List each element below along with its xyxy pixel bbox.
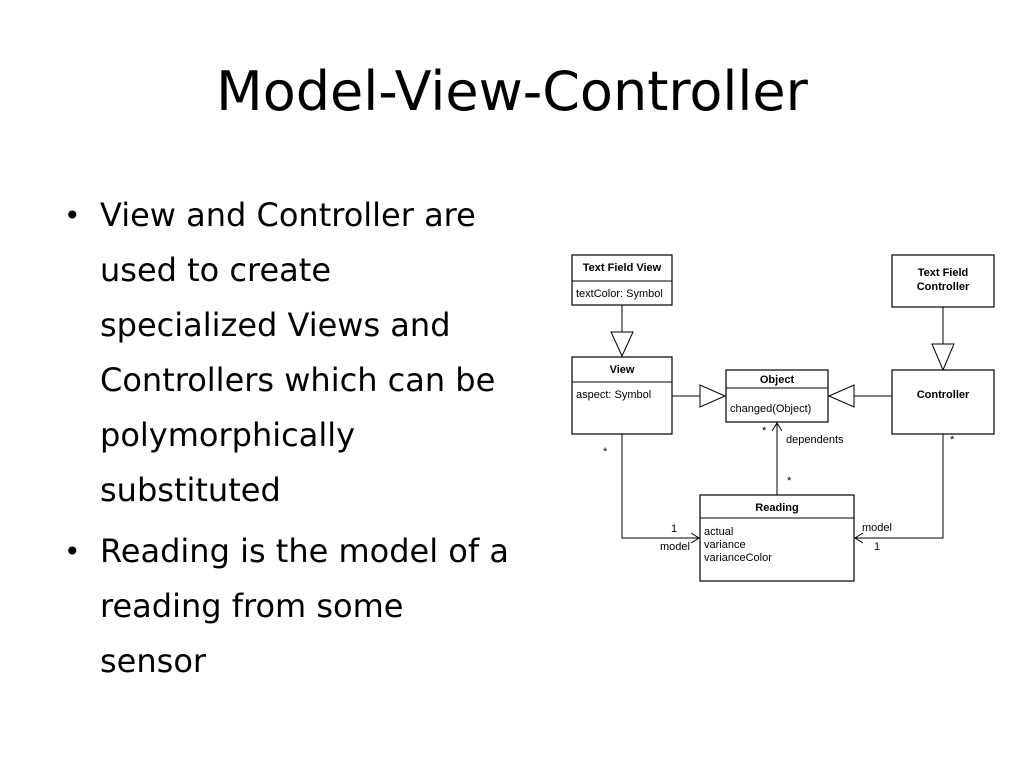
class-attribute: aspect: Symbol [576,389,651,401]
multiplicity-star: * [787,475,792,487]
inheritance-view-object [672,384,727,408]
bullet-item: • Reading is the model of a reading from… [58,524,518,689]
multiplicity-star: * [603,446,608,458]
class-name: Reading [755,502,798,514]
class-text-field-controller: Text Field Controller [891,254,995,308]
association-dependents: dependents * * [762,422,844,495]
bullet-text: View and Controller are used to create s… [100,196,496,509]
class-attribute: variance [704,539,746,551]
class-method: changed(Object) [730,403,811,415]
class-text-field-view: Text Field View textColor: Symbol [571,254,673,306]
multiplicity-label: 1 [671,523,677,535]
class-name-line2: Controller [917,281,970,293]
association-label-dependents: dependents [786,434,844,446]
role-label: model [660,541,690,553]
class-attribute: varianceColor [704,552,772,564]
bullet-dot-icon: • [64,535,81,568]
class-attribute: actual [704,526,733,538]
inheritance-textfieldcontroller-controller [931,307,955,372]
class-object: Object changed(Object) [725,369,829,423]
class-name: Object [760,374,795,386]
bullet-dot-icon: • [64,199,81,232]
class-controller: Controller [891,369,995,435]
multiplicity-label: 1 [874,541,880,553]
class-reading: Reading actual variance varianceColor [699,494,855,582]
class-name: Text Field View [583,262,662,274]
inheritance-textfieldview-view [610,305,634,358]
slide-title: Model-View-Controller [216,60,808,123]
class-attribute: textColor: Symbol [576,288,663,300]
inheritance-controller-object [827,384,892,408]
role-label: model [862,522,892,534]
class-name-line1: Text Field [918,267,969,279]
multiplicity-star: * [950,434,955,446]
association-view-model: * 1 model [603,434,700,553]
class-name: Controller [917,389,970,401]
class-name: View [610,364,635,376]
bullet-list: • View and Controller are used to create… [58,188,518,695]
bullet-item: • View and Controller are used to create… [58,188,518,518]
association-controller-model: * model 1 [854,434,955,553]
class-view: View aspect: Symbol [571,356,673,435]
bullet-text: Reading is the model of a reading from s… [100,532,509,680]
multiplicity-star: * [762,425,767,437]
